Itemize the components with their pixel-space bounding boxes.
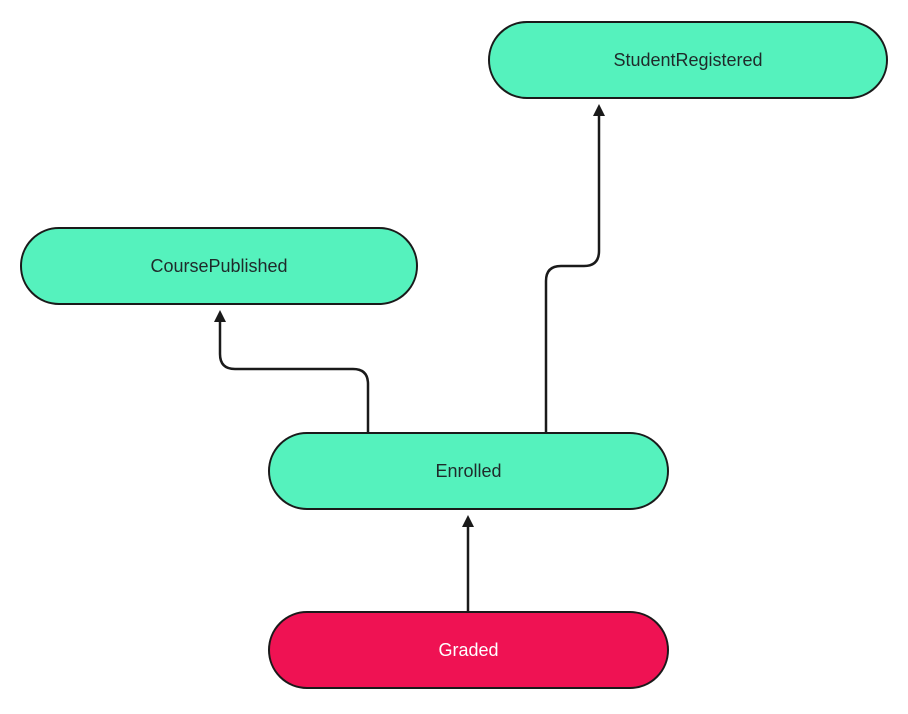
node-label: CoursePublished <box>150 255 288 276</box>
edge-enrolled-to-course-published <box>214 310 370 433</box>
node-enrolled[interactable]: Enrolled <box>268 432 669 510</box>
edge-enrolled-to-student-registered <box>544 104 605 433</box>
node-course-published[interactable]: CoursePublished <box>20 227 418 305</box>
node-label: Enrolled <box>435 460 502 481</box>
node-label: Graded <box>438 639 499 660</box>
node-student-registered[interactable]: StudentRegistered <box>488 21 888 99</box>
node-label: StudentRegistered <box>613 49 763 70</box>
node-graded[interactable]: Graded <box>268 611 669 689</box>
